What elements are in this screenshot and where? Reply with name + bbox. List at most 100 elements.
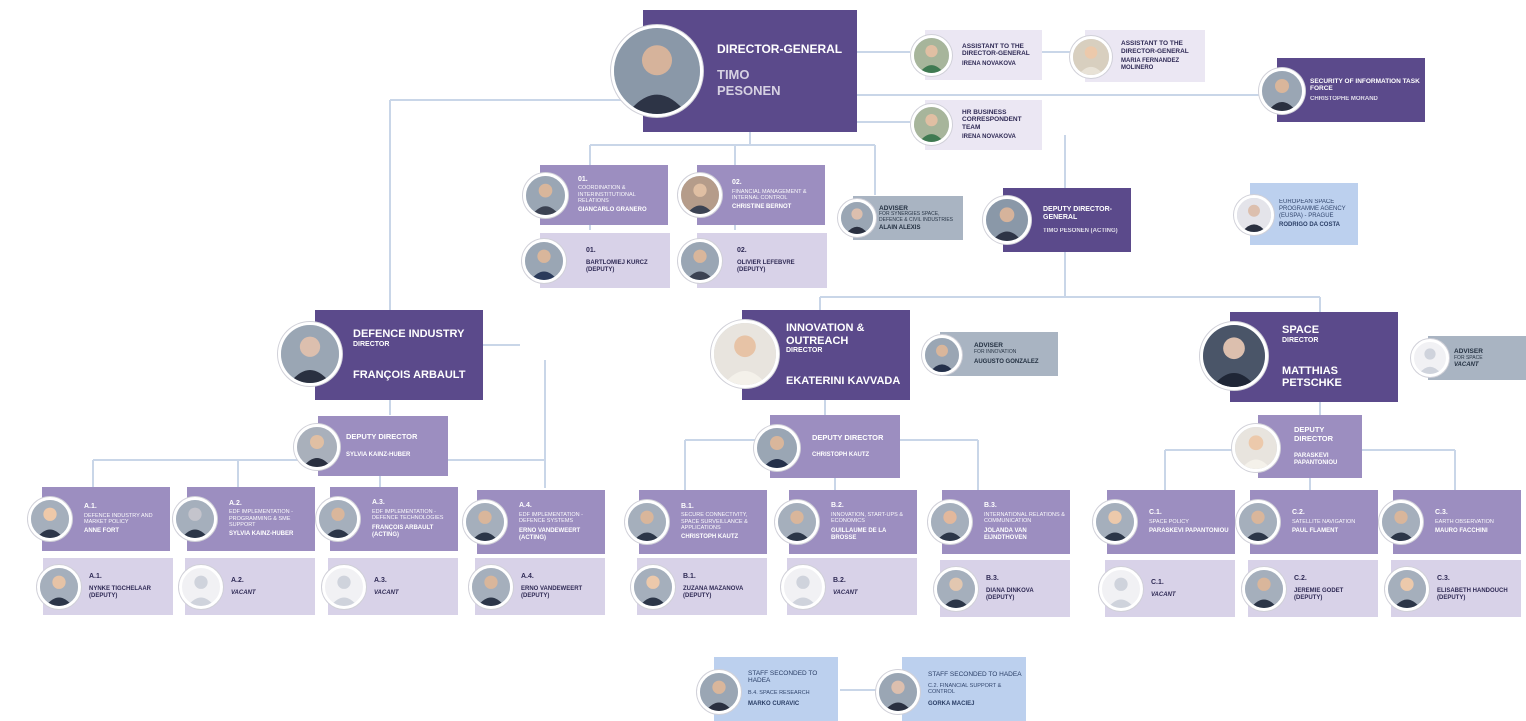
unit-code: B.3. [984,502,997,510]
directorate-defence-name: FRANÇOIS ARBAULT [353,369,466,382]
deputy-director-space-photo [1232,424,1280,472]
euspa-title: EUROPEAN SPACE PROGRAMME AGENCY (EUSPA) … [1279,198,1346,219]
directorate-innovation-title: INNOVATION & OUTREACH [786,322,865,347]
unit-02-card[interactable]: 02. FINANCIAL MANAGEMENT & INTERNAL CONT… [697,165,825,225]
adviser-synergies-title: ADVISER [879,204,908,212]
unit-code: B.1. [681,502,694,510]
unit-deputy-code: B.2. [833,576,846,584]
deputy-dg-name: TIMO PESONEN (ACTING) [1043,227,1118,234]
unit-02-deputy-photo [678,239,722,283]
security-task-force-card[interactable]: SECURITY OF INFORMATION TASK FORCE CHRIS… [1277,58,1425,122]
adviser-innovation-photo [922,335,962,375]
unit-code: A.3. [372,499,385,507]
deputy-director-defence-photo [294,424,340,470]
adviser-space-name: VACANT [1454,361,1479,368]
assistant-2-name: MARIA FERNANDEZ MOLINERO [1121,58,1180,71]
unit-title: EDF IMPLEMENTATION - DEFENCE SYSTEMS [519,512,583,525]
unit-title: EARTH OBSERVATION [1435,518,1494,525]
unit-head-photo [28,497,72,541]
seconded-2-title: STAFF SECONDED TO HADEA [928,670,1022,678]
directorate-space-title: SPACE [1282,324,1320,337]
unit-head-name: PAUL FLAMENT [1292,528,1339,535]
unit-deputy-photo [469,565,513,609]
seconded-1-name: MARKO CURAVIC [748,701,800,708]
unit-01-photo [523,173,568,218]
deputy-director-innovation-photo [754,425,800,471]
unit-head-name: MAURO FACCHINI [1435,528,1488,535]
vacant-avatar-icon [781,565,825,609]
unit-head-name: CHRISTOPH KAUTZ [681,534,739,541]
adviser-space-subtitle: FOR SPACE [1454,354,1483,361]
unit-head-photo [625,500,669,544]
unit-deputy-name: VACANT [374,590,399,597]
unit-head-name: PARASKEVI PAPANTONIOU [1149,528,1229,535]
unit-card[interactable]: C.3.EARTH OBSERVATION MAURO FACCHINI [1393,490,1521,554]
unit-head-name: JOLANDA VAN EIJNDTHOVEN [984,527,1027,541]
seconded-1-title: STAFF SECONDED TO HADEA [748,669,818,685]
unit-deputy-code: C.1. [1151,578,1164,586]
unit-title: SATELLITE NAVIGATION [1292,518,1356,525]
director-general-name-1: TIMO [717,66,750,82]
adviser-synergies-subtitle: FOR SYNERGIES SPACE, DEFENCE & CIVIL IND… [879,211,953,223]
unit-head-photo [463,500,507,544]
unit-01-deputy-code: 01. [586,247,596,255]
unit-title: EDF IMPLEMENTATION - DEFENCE TECHNOLOGIE… [372,509,444,522]
directorate-innovation-photo [711,320,779,388]
unit-head-name: GUILLAUME DE LA BROSSE [831,527,887,541]
director-general-photo [611,25,703,117]
directorate-innovation-role: DIRECTOR [786,347,823,355]
unit-01-deputy-role: (DEPUTY) [586,266,615,273]
unit-02-deputy-role: (DEPUTY) [737,266,766,273]
unit-title: EDF IMPLEMENTATION - PROGRAMMING & SME S… [229,509,293,529]
unit-deputy-code: C.2. [1294,574,1307,582]
seconded-2-photo [876,670,920,714]
seconded-card-2[interactable]: STAFF SECONDED TO HADEA C.2. FINANCIAL S… [902,657,1026,721]
vacant-avatar-icon [1099,567,1143,611]
directorate-space-role: DIRECTOR [1282,336,1319,344]
hr-team-name: IRENA NOVAKOVA [962,134,1016,141]
unit-head-name: ANNE FORT [84,528,119,535]
assistant-1-title: ASSISTANT TO THE DIRECTOR-GENERAL [962,42,1030,58]
unit-deputy-name: VACANT [231,590,256,597]
assistant-1-name: IRENA NOVAKOVA [962,60,1016,67]
unit-01-name: GIANCARLO GRANERO [578,207,647,214]
unit-deputy-photo [1385,567,1429,611]
seconded-1-photo [697,670,741,714]
unit-code: C.2. [1292,509,1305,517]
unit-title: SECURE CONNECTIVITY, SPACE SURVEILLANCE … [681,512,748,532]
deputy-director-innovation-card[interactable]: DEPUTY DIRECTOR CHRISTOPH KAUTZ [770,415,900,478]
unit-deputy-name: ZUZANA MAZANOVA [683,586,744,593]
unit-01-deputy-photo [522,239,566,283]
directorate-defence-role: DIRECTOR [353,340,390,348]
unit-deputy-code: A.3. [374,576,387,584]
unit-code: C.3. [1435,509,1448,517]
deputy-director-innovation-name: CHRISTOPH KAUTZ [812,452,870,459]
deputy-director-space-title: DEPUTY DIRECTOR [1294,424,1334,443]
unit-deputy-name: VACANT [833,590,858,597]
directorate-space-photo [1200,322,1268,390]
unit-deputy-photo [631,565,675,609]
directorate-defence-card[interactable]: DEFENCE INDUSTRY DIRECTOR FRANÇOIS ARBAU… [315,310,483,400]
unit-01-card[interactable]: 01. COORDINATION & INTERINSTITUTIONAL RE… [540,165,668,225]
unit-deputy-role: (DEPUTY) [1294,595,1323,602]
adviser-space-title: ADVISER [1454,348,1483,356]
unit-deputy-code: A.2. [231,576,244,584]
euspa-name: RODRIGO DA COSTA [1279,222,1340,229]
assistant-2-photo [1070,36,1112,78]
unit-head-photo [316,497,360,541]
deputy-director-innovation-title: DEPUTY DIRECTOR [812,432,884,442]
vacant-avatar-icon [179,565,223,609]
seconded-1-unit: B.4. SPACE RESEARCH [748,689,810,696]
unit-02-photo [678,173,722,217]
unit-title: INTERNATIONAL RELATIONS & COMMUNICATION [984,512,1065,525]
unit-01-title: COORDINATION & INTERINSTITUTIONAL RELATI… [578,185,636,205]
unit-deputy-role: (DEPUTY) [683,593,712,600]
assistant-card-1[interactable]: ASSISTANT TO THE DIRECTOR-GENERAL IRENA … [925,30,1042,80]
security-task-force-title: SECURITY OF INFORMATION TASK FORCE [1310,77,1420,93]
director-general-title: DIRECTOR-GENERAL [717,41,843,56]
unit-deputy-role: (DEPUTY) [89,593,118,600]
deputy-dg-photo [983,196,1031,244]
unit-head-name: ERNO VANDEWEERT (ACTING) [519,527,581,541]
deputy-dg-title: DEPUTY DIRECTOR-GENERAL [1043,205,1112,221]
unit-deputy-photo [37,565,81,609]
